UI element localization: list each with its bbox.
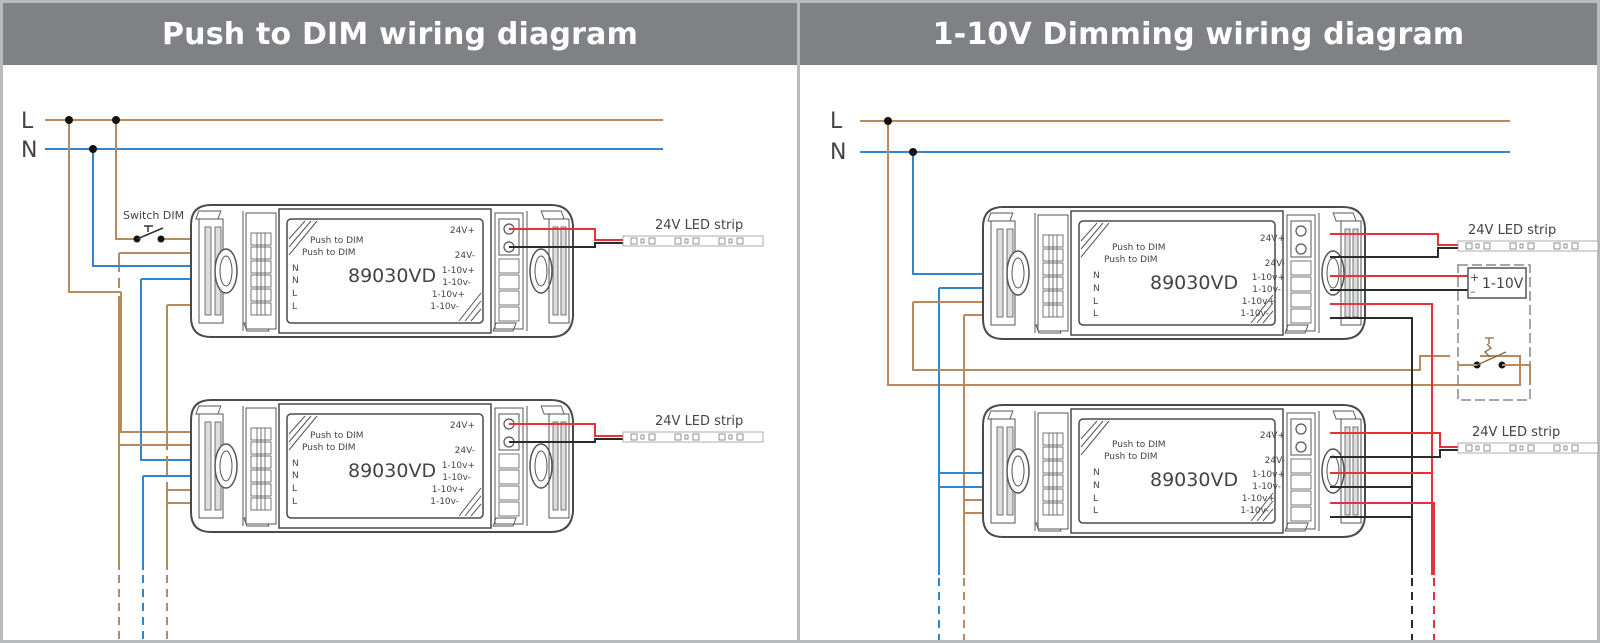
input-label: L (292, 289, 297, 299)
push-to-dim-label: Push to DIM (1104, 452, 1157, 462)
push-switch-icon (133, 225, 165, 243)
output-label: 1-10v+ (1242, 494, 1275, 504)
output-label: 1-10v+ (1252, 273, 1285, 283)
junction-dot (65, 116, 73, 124)
junction-dot (884, 117, 892, 125)
input-label: N (1093, 468, 1100, 478)
led-strip-icon (622, 431, 764, 443)
led-strip-icon (622, 235, 764, 247)
push-to-dim-label: Push to DIM (1104, 255, 1157, 265)
controller-enclosure (1457, 264, 1531, 401)
output-label: 24V+ (450, 421, 475, 431)
input-label: N (292, 471, 299, 481)
output-label: 1-10v+ (432, 290, 465, 300)
output-label: 1-10v- (1252, 482, 1281, 492)
junction-dot (89, 145, 97, 153)
push-switch-icon (1473, 337, 1507, 369)
output-label: 24V- (1265, 456, 1285, 466)
push-to-dim-label: Push to DIM (1112, 440, 1165, 450)
input-label: L (1093, 494, 1098, 504)
push-to-dim-label: Push to DIM (310, 236, 363, 246)
output-label: 24V- (455, 251, 475, 261)
output-label: 1-10v- (442, 278, 471, 288)
panel-title-push-to-dim: Push to DIM wiring diagram (3, 3, 797, 65)
input-label: N (1093, 481, 1100, 491)
input-label: L (1093, 297, 1098, 307)
push-to-dim-label: Push to DIM (302, 248, 355, 258)
driver-model: 89030VD (1150, 272, 1238, 294)
driver-model: 89030VD (348, 460, 436, 482)
junction-dot (112, 116, 120, 124)
input-label: N (292, 264, 299, 274)
led-strip-icon (1457, 442, 1599, 454)
junction-dot (909, 148, 917, 156)
push-to-dim-label: Push to DIM (310, 431, 363, 441)
panel-title-1-10v-dimming: 1-10V Dimming wiring diagram (800, 3, 1597, 65)
push-to-dim-label: Push to DIM (302, 443, 355, 453)
push-to-dim-diagram: L N Switch DIM (21, 109, 764, 640)
output-label: 24V+ (450, 226, 475, 236)
led-strip-label: 24V LED strip (655, 414, 743, 429)
input-label: L (1093, 506, 1098, 516)
input-label: N (1093, 271, 1100, 281)
output-label: 24V+ (1260, 234, 1285, 244)
live-line-label: L (21, 109, 34, 134)
driver-model: 89030VD (348, 265, 436, 287)
led-strip-label: 24V LED strip (1468, 223, 1556, 238)
output-label: 1-10v+ (1252, 470, 1285, 480)
controller-plus-label: + (1470, 271, 1479, 284)
output-label: 1-10v+ (432, 485, 465, 495)
panel-divider (797, 0, 800, 643)
controller-minus-label: – (1470, 285, 1476, 298)
output-label: 1-10v- (430, 302, 459, 312)
input-label: L (292, 497, 297, 507)
output-label: 1-10v+ (1242, 297, 1275, 307)
controller-label: 1-10V (1482, 276, 1524, 292)
switch-dim-label: Switch DIM (123, 209, 184, 222)
neutral-line-label: N (830, 140, 846, 165)
output-label: 24V- (455, 446, 475, 456)
neutral-line-label: N (21, 138, 37, 163)
input-label: N (292, 276, 299, 286)
input-label: N (292, 459, 299, 469)
output-label: 1-10v- (1240, 506, 1269, 516)
led-strip-label: 24V LED strip (655, 218, 743, 233)
output-label: 1-10v- (1240, 309, 1269, 319)
output-label: 24V+ (1260, 431, 1285, 441)
led-strip-label: 24V LED strip (1472, 425, 1560, 440)
live-line-label: L (830, 109, 843, 134)
output-label: 1-10v- (442, 473, 471, 483)
output-label: 1-10v+ (442, 461, 475, 471)
1-10v-controller (1467, 267, 1527, 299)
input-label: L (1093, 309, 1098, 319)
driver-model: 89030VD (1150, 469, 1238, 491)
input-label: L (292, 484, 297, 494)
push-to-dim-label: Push to DIM (1112, 243, 1165, 253)
output-label: 1-10v- (1252, 285, 1281, 295)
input-label: L (292, 302, 297, 312)
led-strip-icon (1457, 240, 1599, 252)
output-label: 1-10v- (430, 497, 459, 507)
input-label: N (1093, 284, 1100, 294)
output-label: 1-10v+ (442, 266, 475, 276)
output-label: 24V- (1265, 259, 1285, 269)
1-10v-dimming-diagram: L N Push to DIM Push to DIM N N L L 24V+… (830, 109, 1599, 640)
